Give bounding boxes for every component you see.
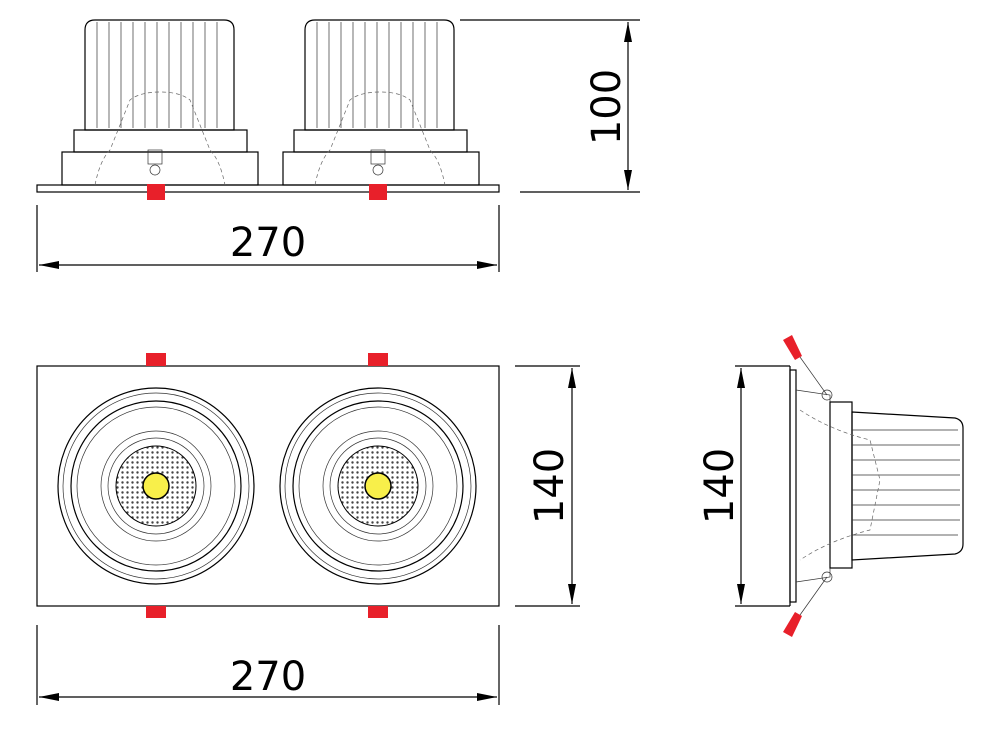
top-height-label: 140 — [527, 448, 573, 524]
top-width-label: 270 — [230, 654, 306, 700]
spring-clip-icon — [783, 612, 802, 637]
downlight-left — [57, 387, 255, 585]
spring-clip-icon — [368, 606, 388, 618]
front-heatsink-left — [61, 19, 259, 200]
spring-clip-icon — [147, 184, 165, 200]
downlight-right — [279, 387, 477, 585]
spring-clip-icon — [783, 335, 802, 360]
spring-clip-icon — [368, 353, 388, 366]
spring-clip-icon — [146, 606, 166, 618]
front-view: 100 270 — [36, 19, 640, 272]
side-height-label: 140 — [697, 448, 743, 524]
spring-clip-icon — [146, 353, 166, 366]
led-icon — [142, 472, 170, 500]
top-view: 140 270 — [36, 353, 580, 705]
spring-clip-icon — [369, 184, 387, 200]
led-icon — [364, 472, 392, 500]
front-height-label: 100 — [584, 69, 630, 145]
front-width-label: 270 — [230, 220, 306, 266]
front-heatsink-right — [282, 19, 480, 200]
side-view: 140 — [697, 335, 964, 637]
